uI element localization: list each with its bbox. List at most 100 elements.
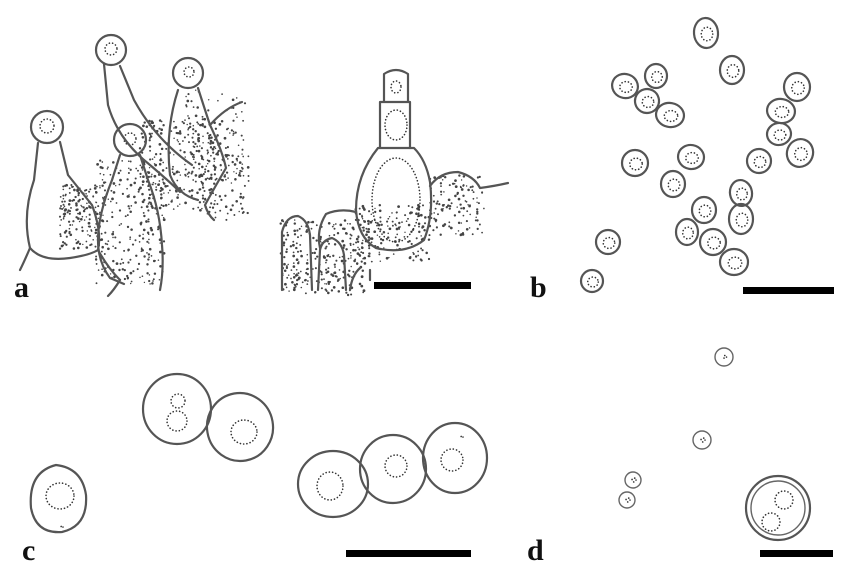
stipple-dot <box>189 122 192 125</box>
stipple-dot <box>75 202 78 205</box>
stipple-dot <box>127 171 130 175</box>
spore-b <box>782 71 812 103</box>
stipple-dot <box>61 240 65 244</box>
stipple-dot <box>471 189 474 192</box>
stipple-dot <box>89 188 92 191</box>
stipple-dot <box>140 250 143 253</box>
stipple-dot <box>188 141 190 144</box>
stipple-dot <box>141 136 145 139</box>
stipple-dot <box>104 242 107 245</box>
stipple-dot <box>198 175 201 178</box>
stipple-dot <box>192 153 195 156</box>
stipple-dot <box>306 253 309 256</box>
stipple-dot <box>62 244 65 247</box>
stipple-dot <box>352 248 355 252</box>
stipple-dot <box>162 182 166 185</box>
stipple-dot <box>399 226 401 228</box>
stipple-dot <box>201 207 203 210</box>
stipple-dot <box>101 250 103 253</box>
stipple-dot <box>396 243 399 247</box>
stipple-dot <box>239 192 242 195</box>
stipple-dot <box>459 185 462 188</box>
spore-c-pair-2 <box>205 391 275 463</box>
spore-b-nucleus <box>650 70 664 84</box>
stipple-dot <box>435 202 438 205</box>
stipple-dot <box>192 166 195 169</box>
stipple-dot <box>83 219 86 221</box>
stipple-dot <box>327 221 331 225</box>
stipple-dot <box>163 192 165 194</box>
spore-b <box>727 202 755 236</box>
stipple-dot <box>332 254 335 257</box>
stipple-dot <box>145 125 149 128</box>
stipple-dot <box>60 219 63 221</box>
stipple-dot <box>298 227 301 230</box>
stipple-dot <box>209 133 212 137</box>
spore-b <box>690 195 718 225</box>
stipple-dot <box>210 140 213 143</box>
stipple-dot <box>432 194 435 197</box>
stipple-dot <box>397 205 400 208</box>
stipple-dot <box>350 293 353 296</box>
stipple-dot <box>220 120 224 123</box>
stipple-dot <box>443 191 445 193</box>
stipple-dot <box>84 208 87 211</box>
stipple-dot <box>231 189 234 192</box>
stipple-dot <box>462 175 466 178</box>
stipple-dot <box>172 208 175 210</box>
stipple-dot <box>173 120 175 123</box>
stipple-dot <box>380 223 383 226</box>
stipple-dot <box>395 227 399 231</box>
stipple-dot <box>231 154 234 157</box>
stipple-dot <box>199 188 202 191</box>
stipple-dot <box>152 280 154 282</box>
stipple-dot <box>337 278 340 281</box>
stipple-dot <box>292 265 296 268</box>
stipple-dot <box>106 243 109 246</box>
stipple-dot <box>243 184 246 187</box>
stipple-dot <box>320 287 323 290</box>
stipple-dot <box>459 233 463 237</box>
stipple-dot <box>181 120 184 123</box>
spore-b <box>633 87 661 115</box>
stipple-dot <box>240 207 244 210</box>
stipple-dot <box>236 116 238 118</box>
stipple-dot <box>118 268 121 272</box>
stipple-dot <box>476 197 478 199</box>
stipple-dot <box>454 194 457 198</box>
stipple-dot <box>68 227 71 230</box>
stipple-dot <box>198 167 200 170</box>
stipple-dot <box>118 183 121 186</box>
stipple-dot <box>481 191 484 194</box>
stipple-dot <box>218 195 222 198</box>
stipple-dot <box>286 233 290 237</box>
stipple-dot <box>120 258 123 261</box>
stipple-dot <box>438 202 441 206</box>
stipple-dot <box>159 264 162 268</box>
stipple-dot <box>311 220 315 224</box>
stipple-dot <box>159 186 163 190</box>
stipple-dot <box>349 222 352 225</box>
stipple-dot <box>398 221 401 225</box>
stipple-dot <box>330 289 334 292</box>
stipple-dot <box>232 132 235 135</box>
stipple-dot <box>332 286 336 289</box>
stipple-dot <box>357 246 359 249</box>
panel-label-c: c <box>22 534 35 567</box>
stipple-dot <box>227 164 230 167</box>
stipple-dot <box>243 102 247 105</box>
stipple-dot <box>128 207 131 210</box>
spore-d-large-outer <box>744 474 812 542</box>
stipple-dot <box>233 171 235 173</box>
stipple-dot <box>176 170 179 173</box>
stipple-dot <box>159 158 162 162</box>
stipple-dot <box>335 259 338 262</box>
stipple-dot <box>474 219 477 222</box>
stipple-dot <box>152 183 154 186</box>
stipple-dot <box>147 202 150 205</box>
stipple-dot <box>320 278 323 281</box>
stipple-dot <box>242 119 245 122</box>
stipple-dot <box>415 212 418 216</box>
stipple-dot <box>415 237 418 240</box>
stipple-dot <box>148 193 152 197</box>
